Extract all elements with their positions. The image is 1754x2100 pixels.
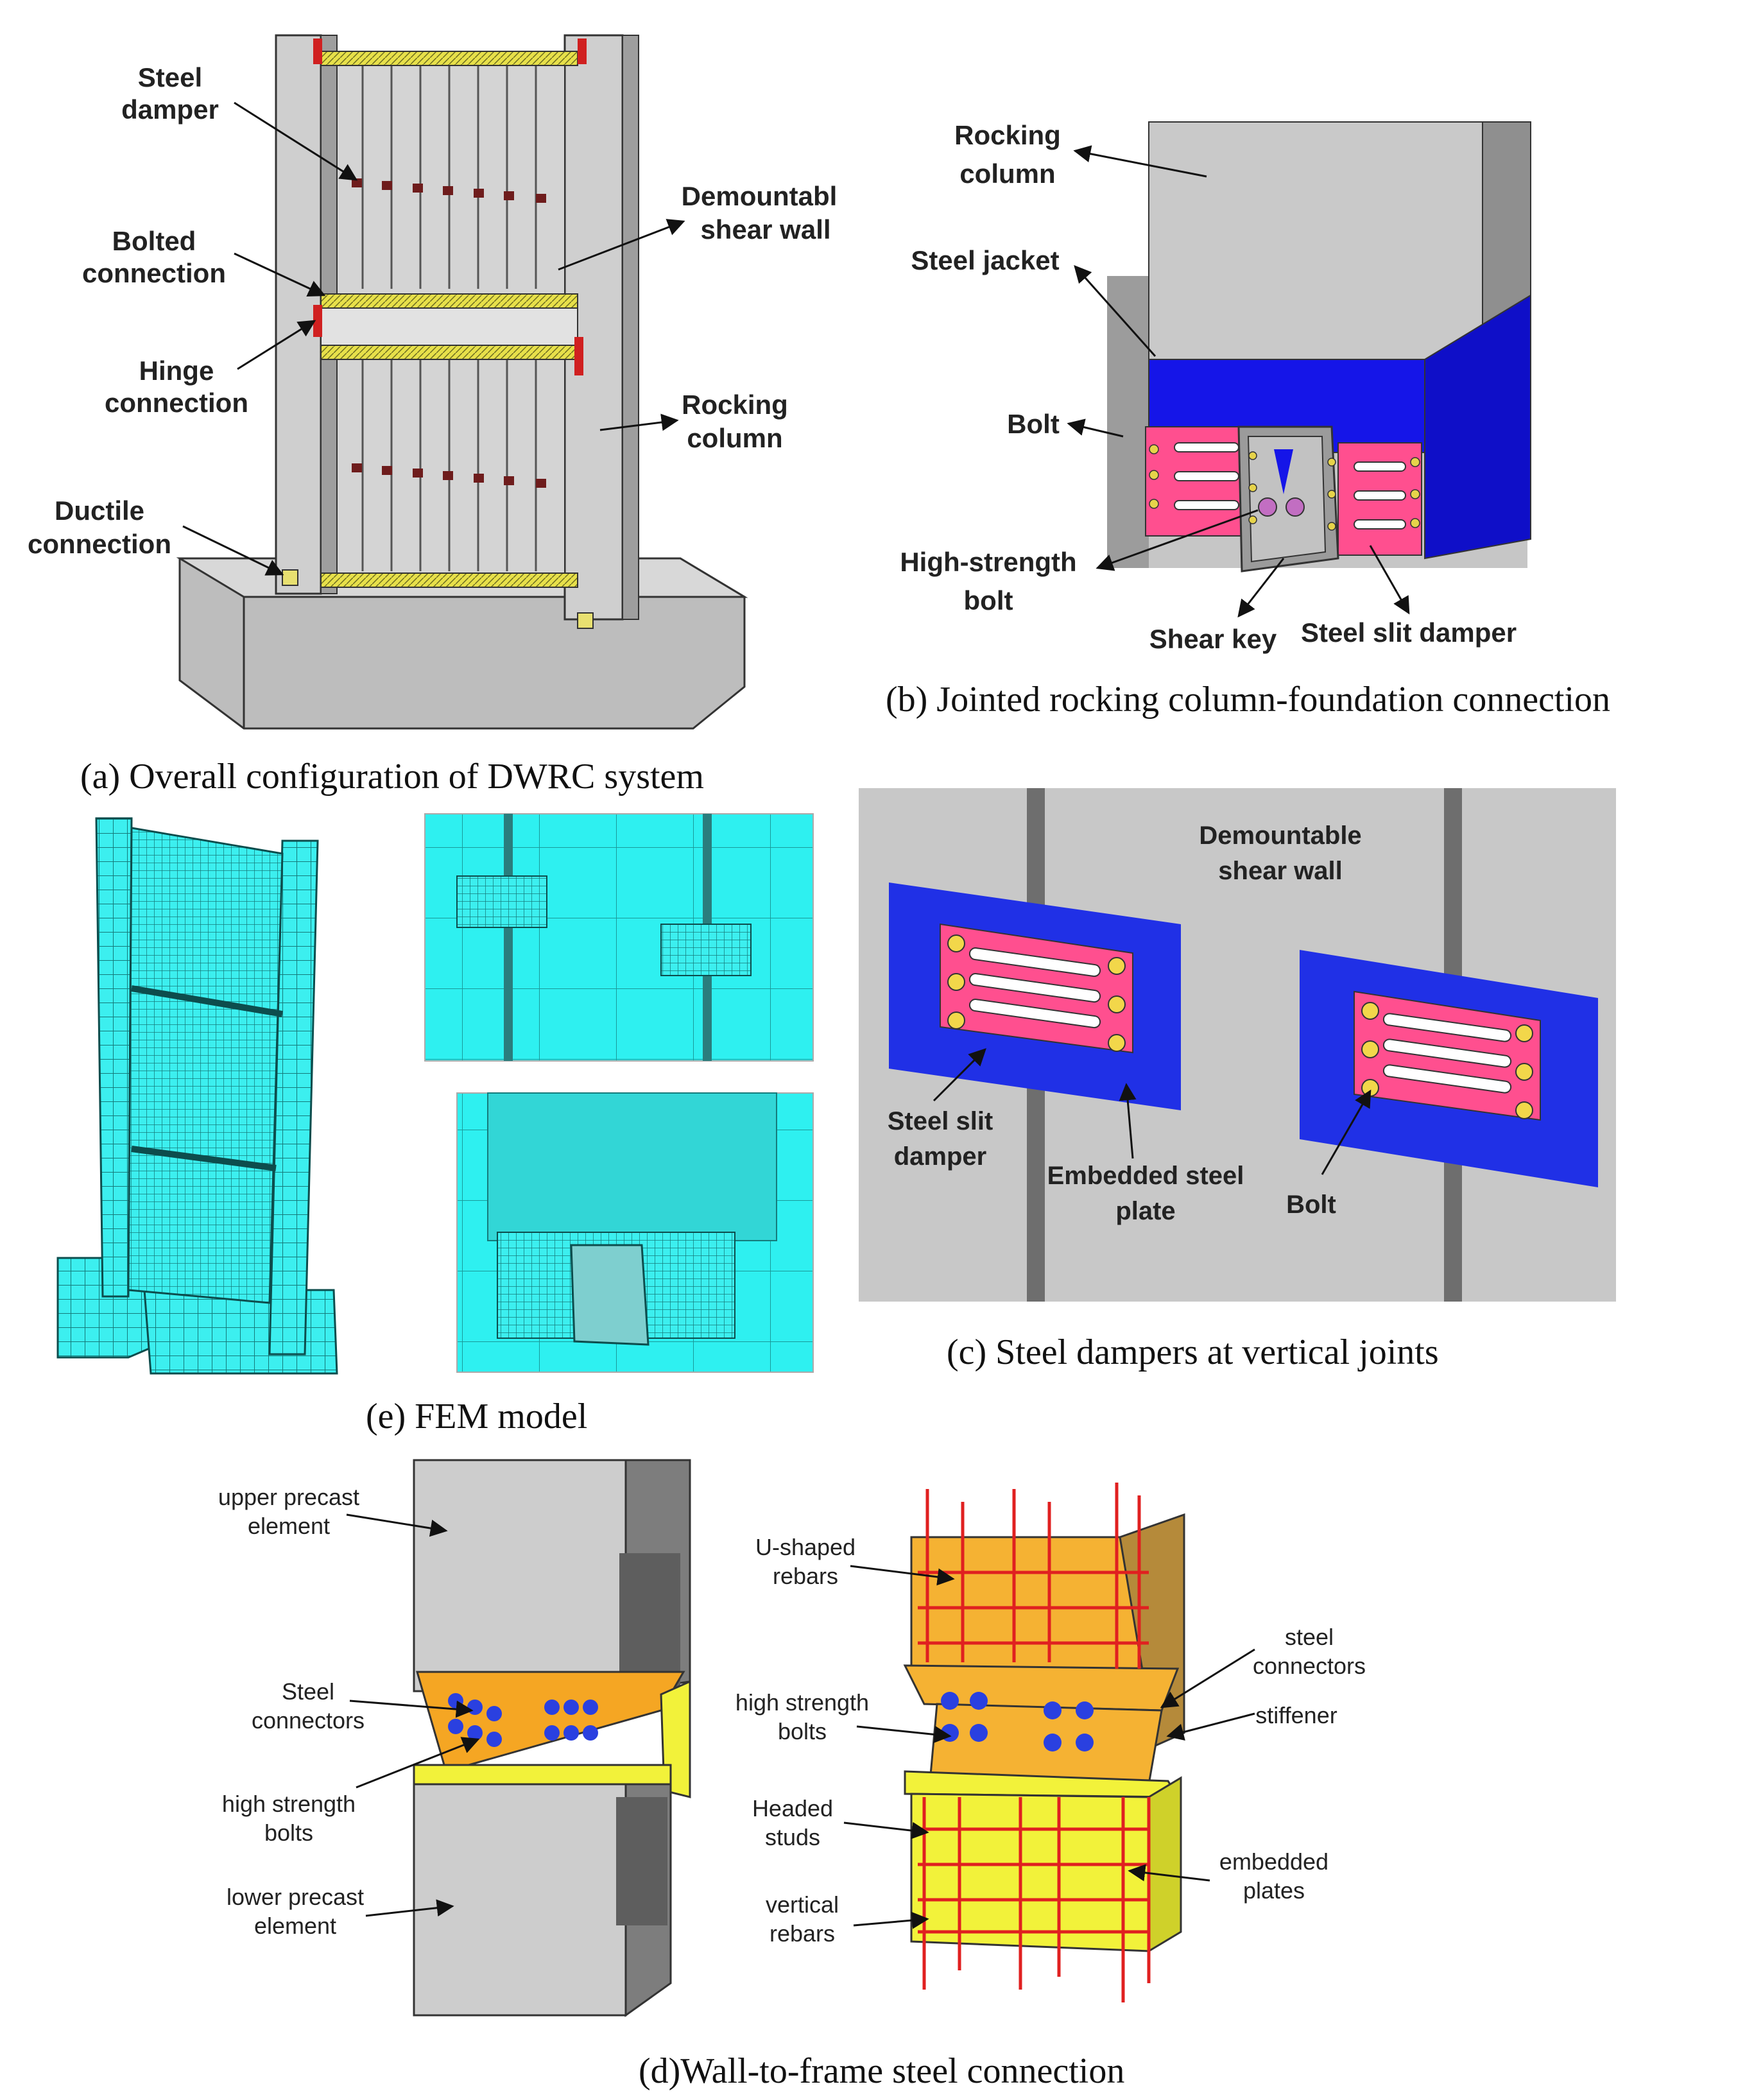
panel-a-labels: Steel damper Bolted connection Hinge con… [28,62,837,559]
panel-b-leaders [1067,145,1410,618]
panel-d-right-drawing [903,1483,1185,2002]
label-high-strength-bolts-right-2: bolts [778,1718,827,1744]
label-steel-connectors-left-2: connectors [252,1707,365,1734]
label-bolted-connection-2: connection [82,258,226,288]
label-upper-precast-element-2: element [248,1513,330,1539]
label-stiffener: stiffener [1255,1702,1337,1728]
label-shear-key: Shear key [1149,624,1277,654]
panel-d-right-labels: U-shaped rebars high strength bolts Head… [735,1534,1366,1947]
label-steel-connectors-right-2: connectors [1253,1653,1366,1679]
label-vertical-rebars-2: rebars [770,1920,835,1947]
panel-a-leaders [182,101,685,576]
label-high-strength-bolts-left-1: high strength [222,1791,356,1817]
label-rocking-column-a-2: column [687,423,782,453]
panel-c-leaders [933,1048,1371,1175]
label-steel-damper-1: Steel [138,62,202,92]
label-steel-damper-2: damper [121,94,219,125]
label-rocking-column-a-1: Rocking [682,390,788,420]
label-embedded-steel-plate-2: plate [1115,1197,1175,1225]
label-demountable-shear-wall-2: shear wall [700,214,830,245]
label-demountable-shear-wall-c-1: Demountable [1199,822,1361,850]
label-bolt-b: Bolt [1007,409,1060,439]
caption-panel-b: (b) Jointed rocking column-foundation co… [886,680,1610,719]
label-embedded-plates-1: embedded [1219,1848,1328,1875]
label-upper-precast-element-1: upper precast [218,1484,359,1510]
label-headed-studs-2: studs [765,1824,820,1850]
label-steel-slit-damper-c-1: Steel slit [888,1107,993,1135]
panel-c-labels: Demountable shear wall Steel slit damper… [888,822,1362,1225]
caption-panel-d: (d)Wall-to-frame steel connection [639,2051,1124,2091]
label-high-strength-bolt-1: High-strength [900,547,1076,577]
caption-panel-a: (a) Overall configuration of DWRC system [80,757,704,796]
label-vertical-rebars-1: vertical [766,1891,839,1918]
panel-d-right-leaders [843,1565,1255,1929]
label-high-strength-bolts-right-1: high strength [735,1689,869,1716]
label-embedded-plates-2: plates [1243,1877,1305,1904]
label-steel-jacket: Steel jacket [911,245,1059,275]
label-hinge-connection-2: connection [105,388,248,418]
panel-d-left-labels: upper precast element Steel connectors h… [218,1484,365,1939]
label-demountable-shear-wall-1: Demountabl [682,181,838,211]
caption-panel-c: (c) Steel dampers at vertical joints [947,1332,1439,1372]
panel-b-labels: Rocking column Steel jacket Bolt High-st… [900,120,1517,654]
label-ductile-connection-1: Ductile [55,495,144,526]
label-steel-connectors-left-1: Steel [282,1678,334,1705]
label-hinge-connection-1: Hinge [139,356,214,386]
label-rocking-column-b-1: Rocking [954,120,1061,150]
panel-d-left-leaders [346,1513,480,1917]
label-ductile-connection-2: connection [28,529,171,559]
label-u-shaped-rebars-2: rebars [773,1563,838,1589]
label-demountable-shear-wall-c-2: shear wall [1218,857,1342,885]
label-high-strength-bolts-left-2: bolts [264,1820,313,1846]
label-bolt-c: Bolt [1286,1191,1336,1219]
label-lower-precast-element-2: element [254,1913,336,1939]
label-lower-precast-element-1: lower precast [227,1884,364,1910]
caption-panel-e: (e) FEM model [366,1397,587,1436]
panel-b-drawing [1107,121,1531,572]
label-steel-connectors-right-1: steel [1285,1624,1334,1650]
panel-a-drawing [176,34,748,730]
panel-e-drawing [56,813,814,1375]
label-embedded-steel-plate-1: Embedded steel [1047,1162,1244,1190]
label-high-strength-bolt-2: bolt [964,585,1013,615]
label-steel-slit-damper-b: Steel slit damper [1301,617,1517,648]
panel-c-drawing [859,788,1616,1302]
label-steel-slit-damper-c-2: damper [894,1142,987,1171]
label-headed-studs-1: Headed [752,1795,833,1821]
label-rocking-column-b-2: column [959,159,1055,189]
label-bolted-connection-1: Bolted [112,226,196,256]
label-u-shaped-rebars-1: U-shaped [755,1534,856,1560]
panel-d-left-drawing [413,1459,691,2017]
